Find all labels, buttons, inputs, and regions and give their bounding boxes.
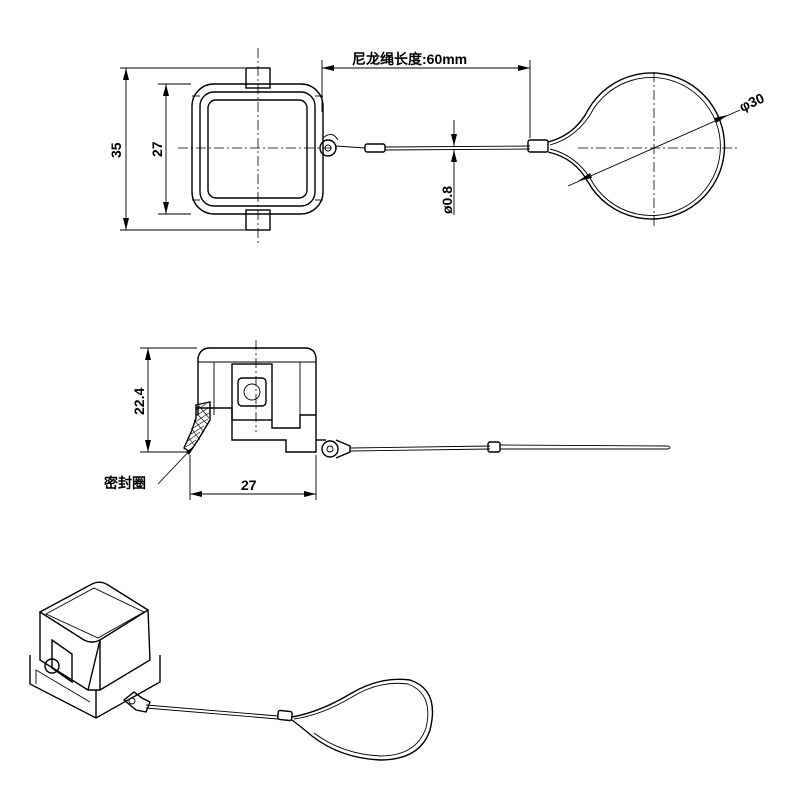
base-flange	[196, 407, 317, 453]
ring	[547, 72, 726, 220]
inner-body	[207, 99, 308, 199]
iso-ring	[291, 678, 434, 761]
iso-eyelet	[122, 691, 151, 713]
side-width-label: 27	[241, 477, 257, 493]
iso-cap-top	[38, 581, 150, 643]
seal-label: 密封圈	[103, 475, 146, 491]
height-inner-label: 27	[149, 141, 165, 157]
cord-length-label: 尼龙绳长度:60mm	[352, 51, 467, 67]
cord	[335, 145, 366, 149]
cord-crimp	[364, 143, 386, 153]
outer-body	[191, 83, 324, 215]
cord-eyelet	[319, 139, 337, 157]
side-cord-eyelet	[321, 440, 339, 458]
bottom-lug	[245, 209, 271, 231]
iso-latch	[51, 638, 73, 684]
side-cord	[349, 445, 491, 449]
ring-crimp	[527, 139, 549, 153]
top-lug	[245, 67, 271, 89]
isometric-view	[29, 581, 434, 761]
side-view: 22.4 27 密封圈	[103, 340, 671, 500]
cord-diameter-label: ø0.8	[439, 186, 455, 214]
side-crimp	[335, 439, 351, 459]
cap-body	[197, 347, 317, 415]
top-view: φ30 35 27 尼龙绳长度:60mm ø0.8	[108, 48, 767, 245]
mid-body	[199, 91, 316, 207]
latch-button	[237, 377, 267, 407]
height-outer-label: 35	[108, 142, 124, 158]
ring-diameter-label: φ30	[737, 90, 767, 115]
iso-cord	[145, 704, 279, 717]
latch-window	[231, 363, 273, 421]
side-height-label: 22.4	[131, 388, 147, 415]
iso-base	[29, 655, 161, 719]
